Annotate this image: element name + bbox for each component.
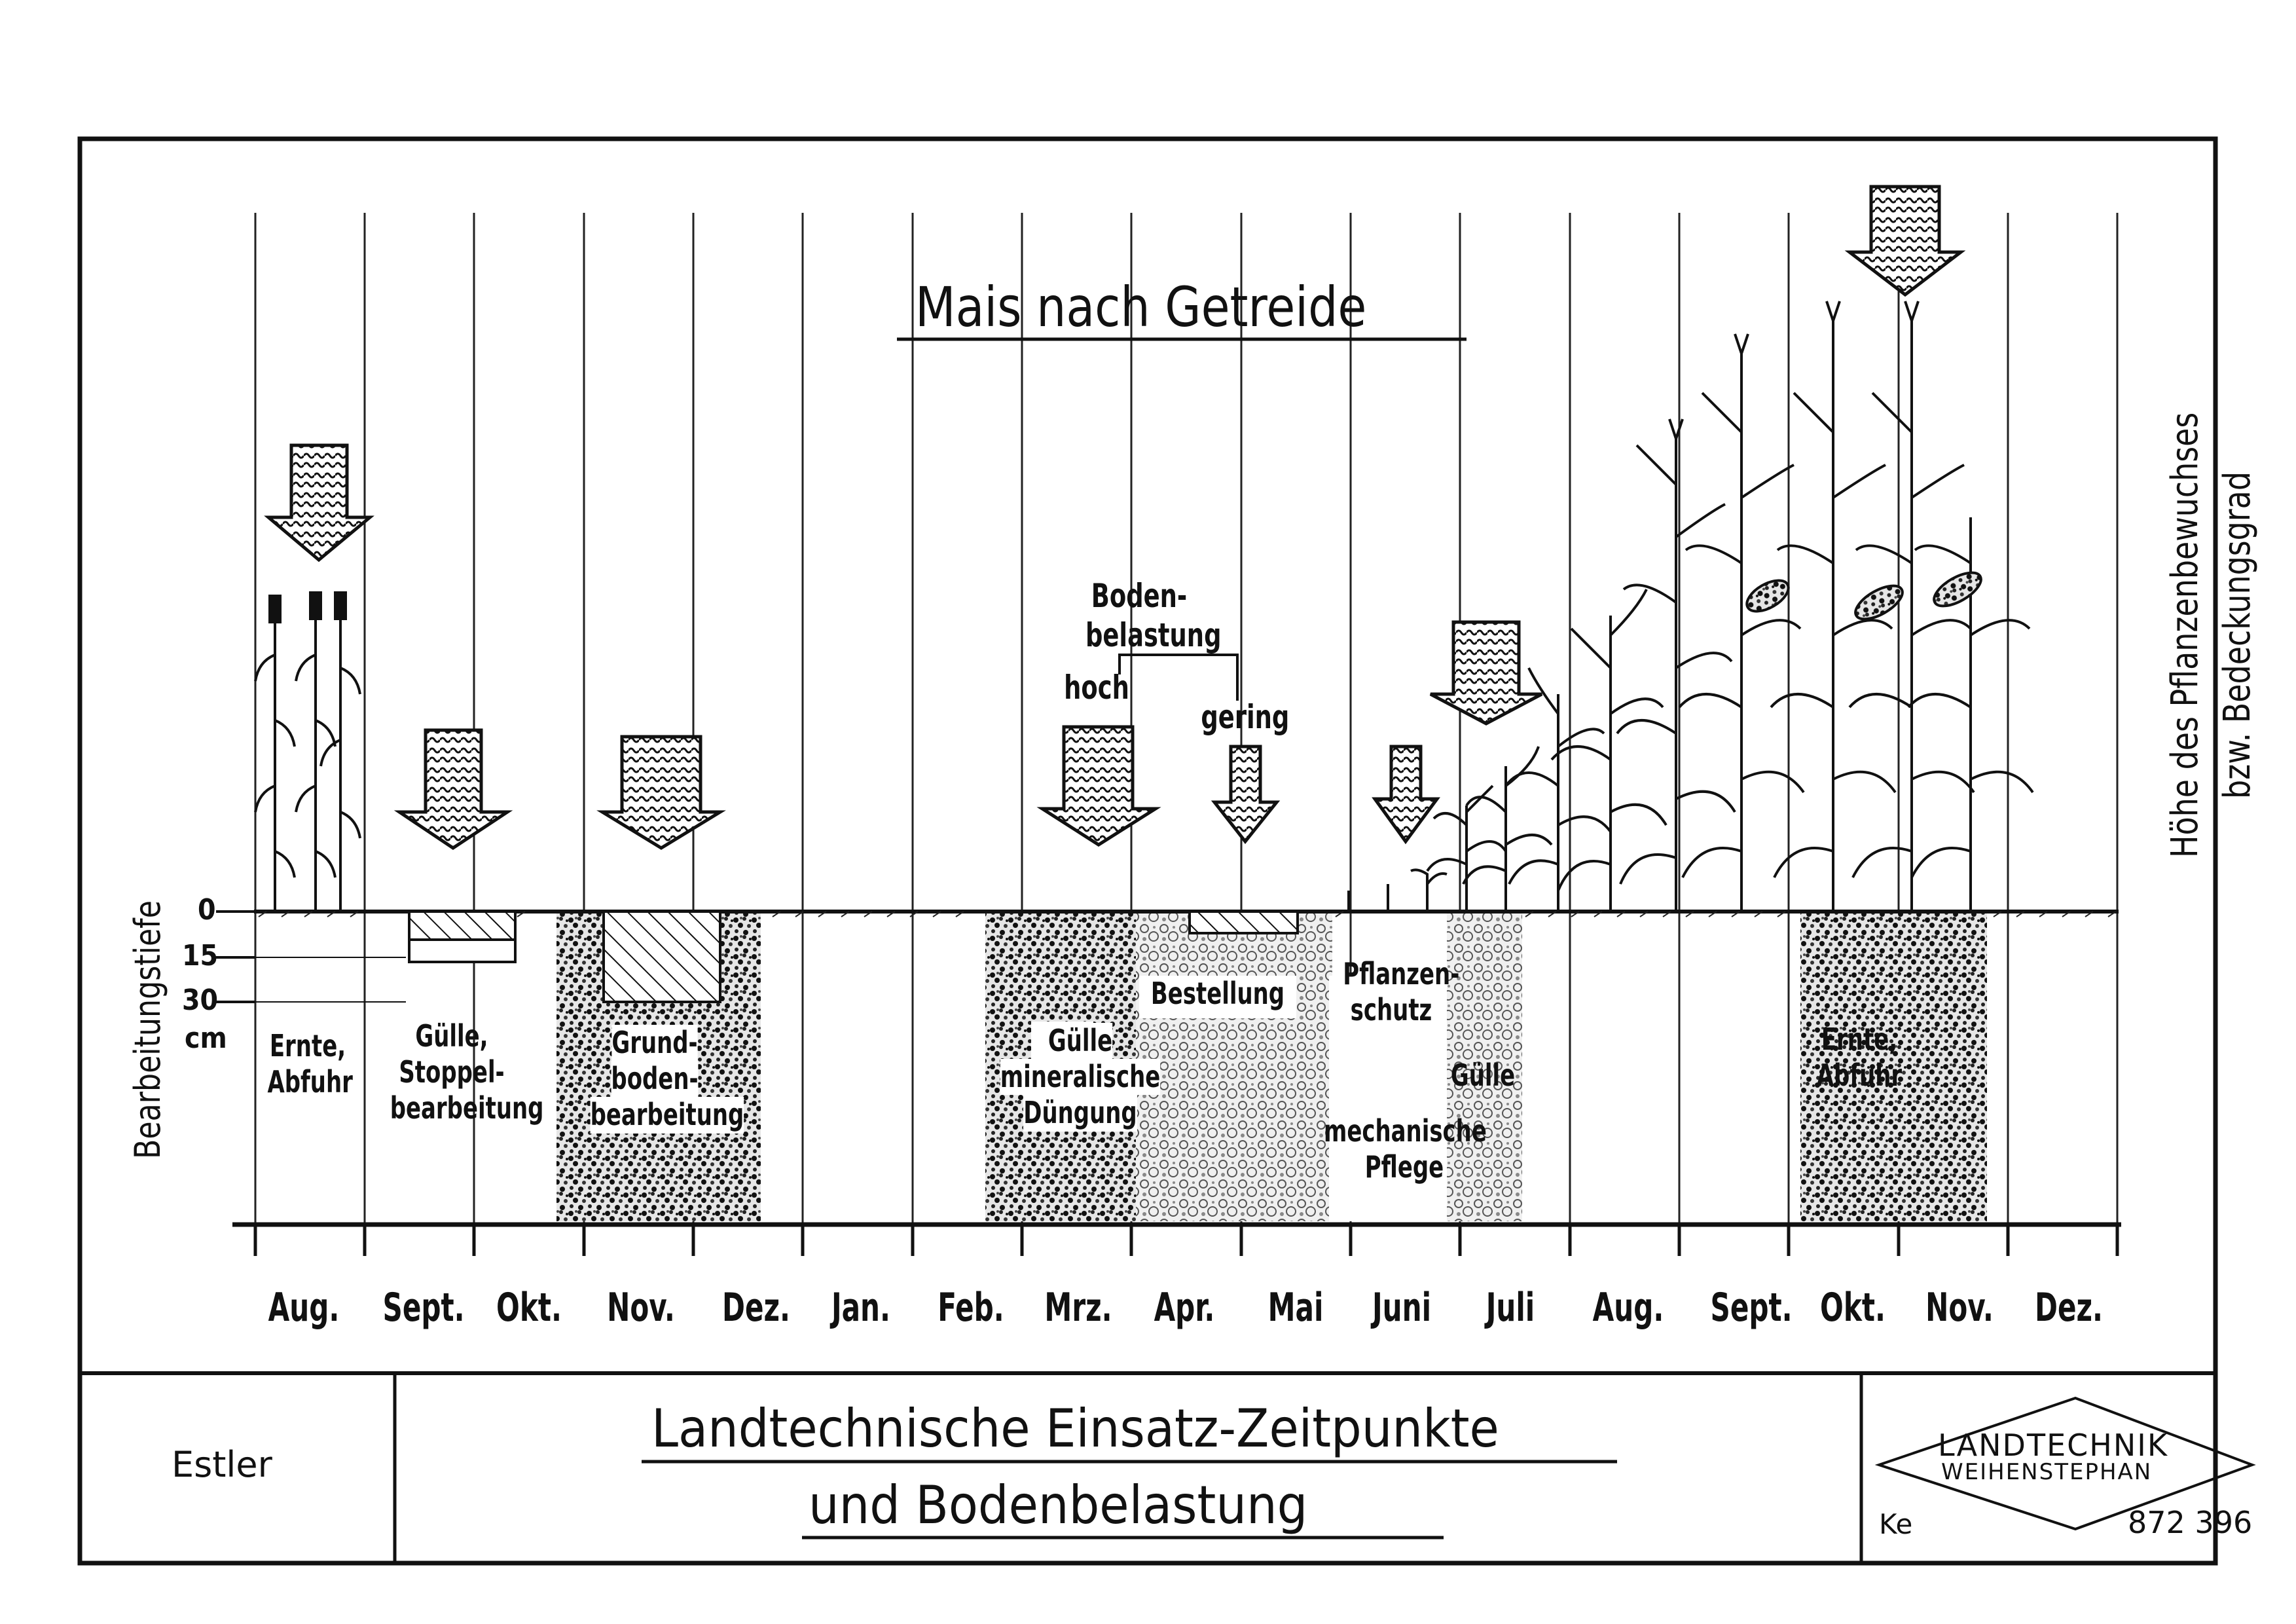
depth-unit: cm: [185, 1022, 227, 1055]
logo-text-line2: WEIHENSTEPHAN: [1941, 1459, 2153, 1485]
month-label: Dez.: [721, 1285, 791, 1331]
load-zone-ernte: [1800, 913, 1987, 1221]
month-label: Mai: [1267, 1285, 1324, 1331]
activity-label-grundboden: Grund- boden- bearbeitung: [590, 1025, 744, 1134]
month-label: Apr.: [1154, 1285, 1215, 1331]
right-axis-label-line1: Höhe des Pflanzenbewuchses: [2164, 412, 2206, 858]
load-zone-pflanzenschutz: [1447, 913, 1522, 1221]
month-label: Nov.: [607, 1285, 675, 1331]
soil-load-high-label: hoch: [1064, 669, 1129, 707]
soil-load-title: Boden-belastung: [1085, 577, 1222, 654]
soil-load-low-label: gering: [1201, 698, 1290, 736]
diagram-title: Mais nach Getreide: [915, 275, 1367, 339]
arrow-juni: [1372, 745, 1440, 845]
depth-ticks: [216, 910, 406, 1003]
x-axis-ticks: [253, 1225, 2119, 1256]
arrow-soil-high: [1036, 725, 1161, 847]
activity-label-maerz: Gülle mineralische Düngung: [1000, 1023, 1161, 1132]
depth-tick-30: 30: [182, 984, 219, 1017]
month-label: Juli: [1485, 1285, 1535, 1331]
activity-label-ernte-okt: Ernte,Abfuhr: [1816, 1022, 1903, 1094]
arrow-okt: [1844, 185, 1966, 297]
outer-frame: [77, 136, 2218, 1566]
arrow-juli: [1429, 620, 1543, 726]
activity-label-ernte-aug: Ernte,Abfuhr: [267, 1028, 353, 1100]
month-label: Sept.: [382, 1285, 465, 1331]
left-axis-label: Bearbeitungstiefe: [127, 900, 168, 1159]
right-axis-label-line2: bzw. Bedeckungsgrad: [2216, 471, 2259, 799]
activity-label-pflanzenschutz: Pflanzen-schutz: [1343, 956, 1460, 1028]
arrow-aug: [264, 443, 374, 563]
month-label: Feb.: [938, 1285, 1004, 1331]
month-label: Sept.: [1710, 1285, 1793, 1331]
ground-texture: [258, 911, 2117, 917]
logo-diamond: [1874, 1396, 2256, 1531]
activity-label-stoppel: Gülle,Stoppel-bearbeitung: [390, 1018, 544, 1126]
month-label: Dez.: [2034, 1285, 2104, 1331]
depth-box-stoppel-hatch: [408, 910, 517, 941]
month-label: Okt.: [496, 1285, 562, 1331]
arrow-soil-low: [1211, 745, 1281, 845]
depth-box-grundboden: [602, 910, 721, 1003]
arrow-sept: [393, 728, 513, 851]
activity-label-bestellung: Bestellung: [1150, 976, 1285, 1011]
month-label: Aug.: [268, 1285, 340, 1331]
soil-load-bracket: [1118, 654, 1239, 701]
depth-box-bestellung: [1188, 910, 1299, 934]
tb-title-line2: und Bodenbelastung: [809, 1475, 1308, 1536]
tb-author: Estler: [172, 1444, 272, 1485]
month-label: Nov.: [1925, 1285, 1994, 1331]
maize-plants: [1347, 301, 2034, 910]
arrow-nov: [596, 735, 726, 850]
tb-drawing-number: 872 396: [2128, 1505, 2253, 1540]
tb-title-line1: Landtechnische Einsatz-Zeitpunkte: [651, 1398, 1499, 1459]
logo-text-line1: LANDTECHNIK: [1938, 1428, 2168, 1463]
month-label: Mrz.: [1044, 1285, 1112, 1331]
month-label: Jan.: [831, 1285, 891, 1331]
tb-initials: Ke: [1879, 1508, 1913, 1540]
activity-label-guelle-juli: Gülle: [1450, 1058, 1516, 1093]
depth-tick-15: 15: [182, 939, 219, 972]
month-label: Aug.: [1592, 1285, 1664, 1331]
month-label: Okt.: [1820, 1285, 1886, 1331]
month-label: Juni: [1372, 1285, 1432, 1331]
cereal-plants: [254, 591, 361, 910]
depth-tick-0: 0: [198, 893, 216, 927]
load-zone-bestellung: [1136, 913, 1332, 1221]
